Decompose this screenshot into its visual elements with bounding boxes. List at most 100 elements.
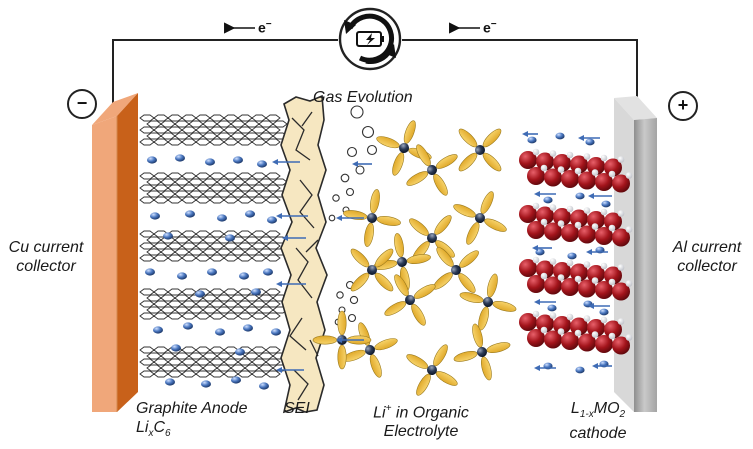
- graphite-hex-row: [139, 172, 281, 180]
- lithium-ions: [145, 154, 281, 390]
- oxide-atom-small: [608, 278, 616, 286]
- graphite-hex-row: [139, 230, 281, 238]
- li-ion: [547, 304, 557, 312]
- anode-formula-li: Li: [136, 419, 149, 436]
- oxide-atom: [587, 265, 605, 283]
- solvated-ion: [433, 247, 479, 293]
- oxide-atom-small: [540, 164, 548, 172]
- oxide-atom: [578, 333, 596, 352]
- oxide-atom-small: [625, 226, 633, 233]
- graphite-anode-layers: [139, 114, 288, 378]
- oxide-atom: [527, 167, 545, 185]
- oxide-atom-small: [583, 261, 591, 268]
- oxide-atom-small: [600, 208, 608, 216]
- oxide-atom: [527, 221, 545, 239]
- oxide-atom-small: [608, 332, 616, 340]
- li-ion: [239, 272, 249, 280]
- electrolyte-line2: Electrolyte: [383, 423, 459, 441]
- oxide-atom-small: [540, 326, 548, 334]
- oxide-atom: [587, 319, 605, 337]
- li-ion: [527, 136, 537, 144]
- oxide-atom-small: [540, 272, 548, 280]
- graphite-hex-row: [139, 358, 281, 366]
- electrolyte-plus: +: [385, 403, 392, 414]
- oxide-atom-small: [574, 221, 582, 229]
- li-ion: [205, 158, 215, 166]
- li-ion: [163, 232, 173, 240]
- oxide-atom: [604, 320, 622, 339]
- cathode-formula-1x: 1-x: [579, 409, 594, 421]
- oxide-atom: [544, 330, 562, 349]
- graphite-hex-row: [139, 370, 281, 378]
- oxide-atom-small: [617, 264, 625, 271]
- oxide-atom-small: [557, 328, 565, 335]
- oxide-atom: [561, 224, 579, 242]
- li-ion: [175, 154, 185, 162]
- cu-collector-label: Cu current collector: [2, 238, 90, 276]
- gas-bubble: [361, 125, 375, 139]
- cathode-formula-l: L: [570, 400, 580, 417]
- li-ion: [195, 290, 205, 298]
- oxide-atom: [544, 222, 562, 241]
- graphite-hex-row: [146, 294, 288, 302]
- oxide-atom-small: [600, 154, 608, 162]
- solvated-ion: [459, 273, 517, 331]
- graphite-hex-row: [146, 364, 288, 372]
- li-ion: [599, 308, 609, 316]
- al-collector-line2: collector: [677, 258, 737, 275]
- li-ion: [567, 252, 577, 260]
- graphite-hex-row: [146, 120, 288, 128]
- oxide-atom: [519, 313, 537, 331]
- li-ion: [207, 268, 217, 276]
- oxide-atom-small: [591, 223, 599, 230]
- cu-current-collector: [92, 93, 138, 412]
- oxide-atom: [553, 208, 571, 226]
- oxide-atom: [553, 262, 571, 280]
- li-ion: [201, 380, 211, 388]
- solvated-ion: [458, 128, 502, 172]
- oxide-atom-small: [549, 312, 557, 319]
- solvated-ion: [409, 215, 455, 261]
- oxide-atom: [587, 211, 605, 229]
- oxide-atom-small: [625, 280, 633, 287]
- oxide-atom-small: [591, 331, 599, 338]
- cathode-line2: cathode: [569, 425, 627, 443]
- oxide-atom: [612, 336, 630, 355]
- oxide-atom: [527, 329, 545, 347]
- graphite-hex-row: [146, 132, 288, 140]
- li-ion: [153, 326, 163, 334]
- graphite-hex-row: [146, 352, 288, 360]
- graphite-hex-row: [139, 312, 281, 320]
- li-ion: [543, 196, 553, 204]
- oxide-atom: [519, 205, 537, 223]
- graphite-hex-row: [146, 190, 288, 198]
- oxide-atom-small: [625, 172, 633, 179]
- oxide-atom-small: [549, 150, 557, 157]
- solvated-ion: [342, 322, 398, 378]
- oxide-atom: [561, 332, 579, 350]
- graphite-hex-row: [146, 306, 288, 314]
- oxide-atom: [570, 263, 588, 282]
- oxide-atom: [536, 206, 554, 225]
- oxide-atom-small: [557, 220, 565, 227]
- solvated-ion: [343, 189, 401, 247]
- oxide-atom: [570, 317, 588, 336]
- electron-flow-label-right: e−: [483, 19, 497, 36]
- oxide-atom: [561, 278, 579, 296]
- sei-label: SEI: [284, 400, 310, 417]
- solvated-ion: [406, 144, 458, 196]
- oxide-atom: [570, 155, 588, 174]
- oxide-atom: [595, 281, 613, 299]
- oxide-atom: [536, 152, 554, 171]
- graphite-hex-row: [139, 346, 281, 354]
- gas-bubble: [340, 173, 350, 183]
- graphite-hex-row: [139, 138, 281, 146]
- anode-formula-6: 6: [165, 428, 171, 440]
- oxide-atom-small: [591, 277, 599, 284]
- oxide-atom: [578, 279, 596, 298]
- positive-terminal: +: [668, 91, 698, 121]
- cu-collector-line1: Cu current: [8, 239, 84, 256]
- gas-bubble: [355, 165, 365, 175]
- oxide-atom-small: [617, 318, 625, 325]
